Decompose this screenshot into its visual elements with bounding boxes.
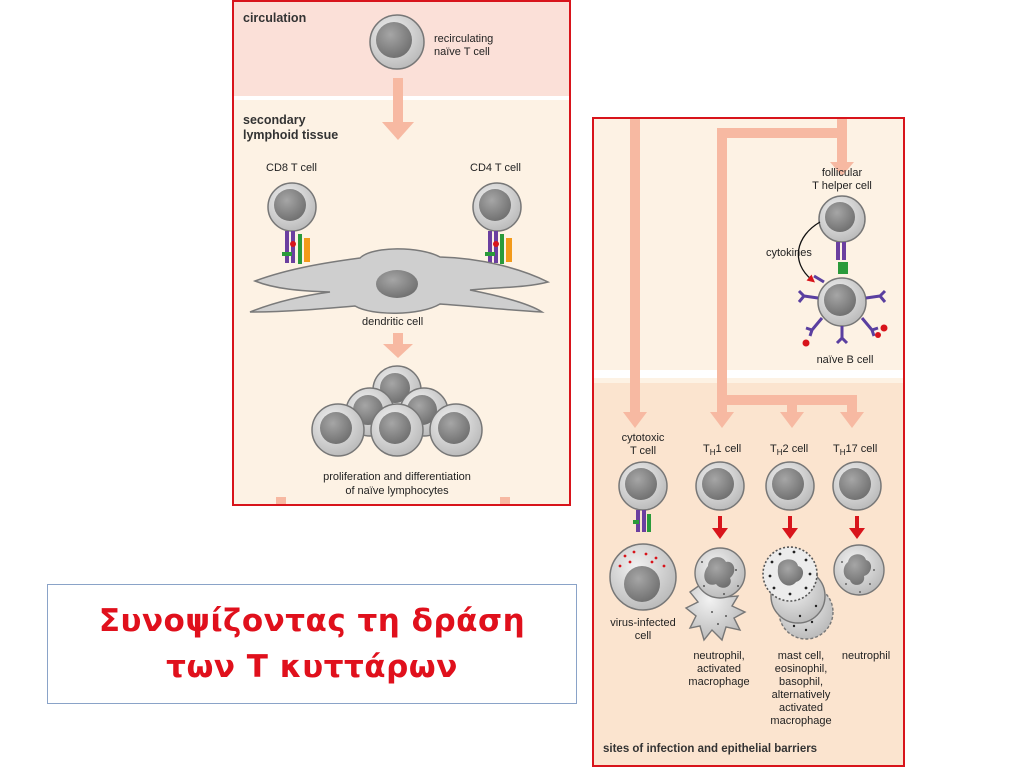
cytotoxic-label-line2: T cell bbox=[630, 445, 656, 457]
cytokines-label: cytokines bbox=[766, 247, 812, 259]
th1-cell bbox=[695, 461, 745, 511]
title-line2: των Τ κυττάρων bbox=[166, 649, 458, 685]
right-panel-frame bbox=[592, 117, 905, 767]
mast-label-line2: eosinophil, bbox=[775, 663, 828, 675]
granulocyte-stack bbox=[762, 546, 834, 640]
secondary-label-line2: lymphoid tissue bbox=[243, 128, 338, 142]
th1-label: TH1 cell bbox=[703, 443, 741, 457]
stub-arrow-right bbox=[500, 497, 510, 505]
left-panel-frame bbox=[232, 0, 571, 506]
naive-b-cell bbox=[797, 274, 888, 347]
th2-cell bbox=[765, 461, 815, 511]
cd8-t-cell bbox=[267, 182, 317, 232]
dendritic-cell bbox=[249, 248, 551, 314]
neutro-mac-label-line1: neutrophil, bbox=[693, 650, 744, 662]
mast-label-line1: mast cell, bbox=[778, 650, 824, 662]
migration-routes bbox=[623, 118, 864, 428]
th17-label: TH17 cell bbox=[833, 443, 877, 457]
right-panel: follicular T helper cell cytokines bbox=[592, 117, 905, 767]
follicular-label-line2: T helper cell bbox=[812, 180, 872, 192]
proliferating-lymphocytes bbox=[311, 365, 483, 457]
cd4-label: CD4 T cell bbox=[470, 162, 521, 174]
cytotoxic-t-cell bbox=[618, 461, 668, 532]
proliferation-label-line2: of naïve lymphocytes bbox=[345, 485, 449, 497]
recirculating-label-line1: recirculating bbox=[434, 33, 493, 45]
receptor-complex-cd8 bbox=[282, 231, 310, 264]
cytokine-arrow bbox=[797, 221, 821, 283]
virus-infected-cell bbox=[609, 543, 677, 611]
naive-b-label: naïve B cell bbox=[817, 354, 874, 366]
mast-label-line6: macrophage bbox=[770, 715, 831, 727]
neutro-mac-label-line2: activated bbox=[697, 663, 741, 675]
title-line1: Συνοψίζοντας τη δράση bbox=[98, 603, 526, 639]
virus-label-line2: cell bbox=[635, 630, 652, 642]
mast-label-line4: alternatively bbox=[772, 689, 831, 701]
arrow-circulation-to-tissue bbox=[382, 78, 414, 140]
cd4-t-cell bbox=[472, 182, 522, 232]
mast-label-line5: activated bbox=[779, 702, 823, 714]
mast-label-line3: basophil, bbox=[779, 676, 823, 688]
neutrophil-label: neutrophil bbox=[842, 650, 890, 662]
neutro-mac-label-line3: macrophage bbox=[688, 676, 749, 688]
circulation-label: circulation bbox=[243, 11, 306, 25]
stub-arrow-left bbox=[276, 497, 286, 505]
title-box: Συνοψίζοντας τη δράση των Τ κυττάρων bbox=[47, 584, 577, 704]
th2-label: TH2 cell bbox=[770, 443, 808, 457]
recirculating-label-line2: naïve T cell bbox=[434, 46, 490, 58]
follicular-label-line1: follicular bbox=[822, 167, 863, 179]
th17-cell bbox=[832, 461, 882, 511]
receptor-complex-cd4 bbox=[485, 231, 512, 264]
right-band-divider bbox=[593, 370, 904, 378]
dendritic-label: dendritic cell bbox=[362, 316, 423, 328]
proliferation-label-line1: proliferation and differentiation bbox=[323, 471, 471, 483]
secondary-label-line1: secondary bbox=[243, 113, 306, 127]
recirculating-t-cell bbox=[369, 14, 425, 70]
activated-macrophage bbox=[684, 547, 747, 642]
effector-red-arrows bbox=[712, 516, 865, 539]
cytotoxic-label-line1: cytotoxic bbox=[622, 432, 665, 444]
arrow-dendritic-to-proliferation bbox=[383, 333, 413, 358]
left-panel: circulation recirculating naïve T cell s… bbox=[232, 0, 571, 506]
follicular-t-helper-cell bbox=[818, 195, 866, 274]
virus-label-line1: virus-infected bbox=[610, 617, 675, 629]
neutrophil-cell bbox=[833, 544, 885, 596]
sites-label: sites of infection and epithelial barrie… bbox=[603, 743, 817, 755]
cd8-label: CD8 T cell bbox=[266, 162, 317, 174]
